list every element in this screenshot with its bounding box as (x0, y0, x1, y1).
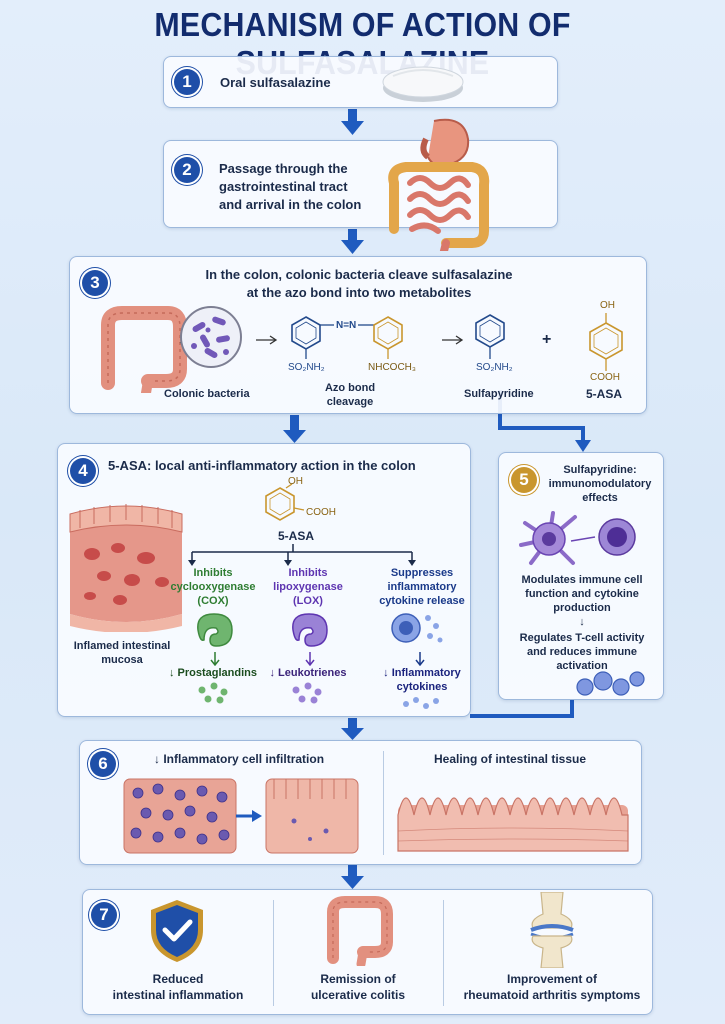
step-5-arrow: ↓ (503, 615, 661, 629)
step-6-left-title: ↓ Inflammatory cell infiltration (154, 752, 324, 767)
immune-cell-icon (388, 610, 448, 650)
step-5-box: 5 Sulfapyridine: immunomodulatory effect… (498, 452, 664, 700)
step-6-badge: 6 (90, 751, 116, 777)
step-3-box: 3 In the colon, colonic bacteria cleave … (69, 256, 647, 414)
step-7-box: 7 Reduced intestinal inflammation Remiss… (82, 889, 653, 1015)
prostaglandin-dots (196, 682, 236, 704)
step-5-title-line-3: effects (537, 491, 663, 505)
bacteria-label: Colonic bacteria (164, 387, 250, 401)
cyt-result-line-2: cytokines (364, 680, 480, 694)
step-5-text-2-line-2: and reduces immune (503, 645, 661, 659)
asa-oh: OH (600, 299, 615, 312)
reaction-arrow-1 (256, 335, 280, 345)
healed-tissue-image (396, 775, 630, 855)
cox-down-arrow (209, 652, 221, 666)
sulfapyridine-label: Sulfapyridine (464, 387, 534, 401)
sulfapyridine-so2nh2: SO₂NH₂ (476, 361, 513, 374)
step-1-box: 1 Oral sulfasalazine (163, 56, 558, 108)
cox-line-3: (COX) (158, 594, 268, 608)
recovering-tissue-image (264, 777, 360, 855)
step-2-line-1: Passage through the (219, 160, 348, 177)
step-6-right-title: Healing of intestinal tissue (390, 752, 630, 767)
outcome-3-line-1: Improvement of (457, 972, 647, 987)
step-3-line-1: In the colon, colonic bacteria cleave su… (70, 266, 648, 283)
asa-structure-step3 (584, 313, 628, 375)
step-2-line-2: gastrointestinal tract (219, 178, 348, 195)
cyt-line-1: Suppresses (364, 566, 480, 580)
lox-line-3: (LOX) (253, 594, 363, 608)
shield-check-icon (147, 898, 207, 964)
t-cell-cluster-icon (575, 667, 655, 699)
tablet-icon (379, 60, 467, 106)
lox-line-1: Inhibits (253, 566, 363, 580)
sulfasalazine-nhcoch3: NHCOCH₃ (368, 361, 416, 374)
azo-bond-label: N=N (336, 319, 356, 332)
step-2-line-3: and arrival in the colon (219, 196, 361, 213)
step-5-text-1-line-3: production (503, 601, 661, 615)
leukotriene-dots (290, 682, 330, 704)
infiltrated-tissue-image (122, 777, 238, 855)
outcome-3-line-2: rheumatoid arthritis symptoms (457, 988, 647, 1003)
step-2-badge: 2 (174, 157, 200, 183)
branch-connector (162, 544, 442, 568)
bacteria-magnified-icon (178, 304, 244, 370)
step-4-badge: 4 (70, 458, 96, 484)
step-4-title: 5-ASA: local anti-inflammatory action in… (108, 457, 416, 474)
cyt-line-3: cytokine release (364, 594, 480, 608)
sulfapyridine-structure (470, 311, 510, 367)
cox-line-1: Inhibits (158, 566, 268, 580)
asa-label-step3: 5-ASA (586, 387, 622, 402)
cyt-line-2: inflammatory (364, 580, 480, 594)
step-5-badge: 5 (511, 467, 537, 493)
step-6-box: 6 ↓ Inflammatory cell infiltration Heali… (79, 740, 642, 865)
outcome-2-line-1: Remission of (283, 972, 433, 987)
outcome-1-line-1: Reduced (103, 972, 253, 987)
lox-down-arrow (304, 652, 316, 666)
asa-cooh: COOH (590, 371, 620, 384)
step-6-divider (383, 751, 384, 855)
colon-icon (92, 303, 192, 393)
cytokine-dots (400, 696, 446, 712)
asa-cooh-step4: COOH (306, 506, 336, 519)
plus-sign: + (542, 331, 551, 349)
sulfasalazine-so2nh2: SO₂NH₂ (288, 361, 325, 374)
mucosa-label-line-1: Inflamed intestinal (62, 639, 182, 653)
step-5-title-line-2: immunomodulatory (537, 477, 663, 491)
cyt-result-line-1: ↓ Inflammatory (364, 666, 480, 680)
step-5-text-2-line-1: Regulates T-cell activity (503, 631, 661, 645)
step-2-box: 2 Passage through the gastrointestinal t… (163, 140, 558, 228)
lox-enzyme-icon (287, 610, 333, 650)
outcome-2-line-2: ulcerative colitis (283, 988, 433, 1003)
azo-cleavage-line-1: Azo bond (315, 381, 385, 395)
dendritic-cell-icon (513, 509, 653, 571)
step-4-box: 4 5-ASA: local anti-inflammatory action … (57, 443, 471, 717)
reaction-arrow-2 (442, 335, 466, 345)
step-7-divider-2 (443, 900, 444, 1006)
step-7-divider-1 (273, 900, 274, 1006)
azo-cleavage-line-2: cleavage (315, 395, 385, 409)
healthy-colon-icon (319, 894, 399, 966)
step-5-text-1-line-2: function and cytokine (503, 587, 661, 601)
digestive-tract-icon (376, 111, 496, 251)
lox-line-2: lipoxygenase (253, 580, 363, 594)
step-5-text-1-line-1: Modulates immune cell (503, 573, 661, 587)
outcome-1-line-2: intestinal inflammation (103, 988, 253, 1003)
cox-enzyme-icon (192, 610, 238, 650)
joint-icon (517, 892, 587, 968)
cyt-down-arrow (414, 652, 426, 666)
improvement-arrow (236, 809, 262, 823)
lox-result: ↓ Leukotrienes (253, 666, 363, 680)
asa-label-step4: 5-ASA (278, 529, 314, 544)
cox-line-2: cyclooxygenase (158, 580, 268, 594)
step-5-title-line-1: Sulfapyridine: (537, 463, 663, 477)
step-1-badge: 1 (174, 69, 200, 95)
mucosa-label-line-2: mucosa (62, 653, 182, 667)
step-7-badge: 7 (91, 902, 117, 928)
step-1-text: Oral sulfasalazine (220, 74, 331, 91)
step-3-line-2: at the azo bond into two metabolites (70, 284, 648, 301)
